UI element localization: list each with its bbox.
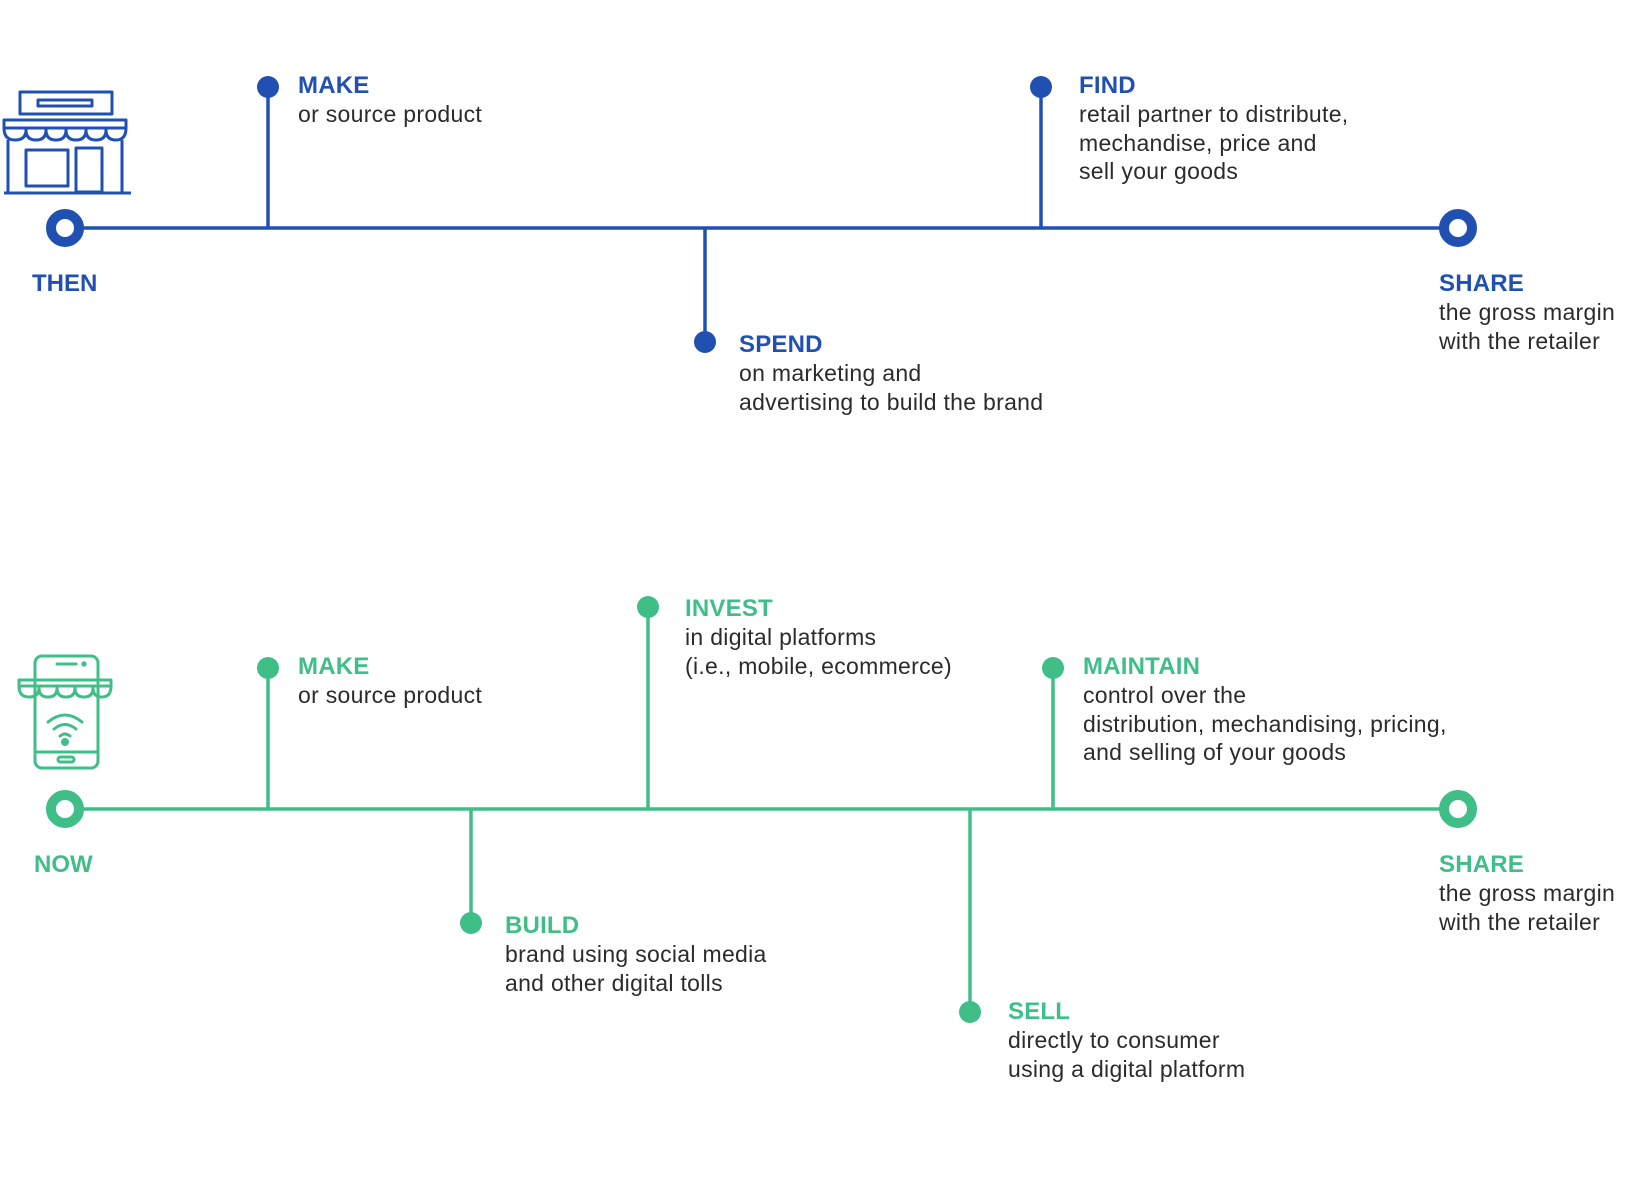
step-title: SHARE — [1439, 851, 1525, 878]
now-step-build: BUILD brand using social media and other… — [505, 912, 767, 997]
step-desc-line: the gross margin — [1439, 880, 1616, 906]
now-start-node — [46, 790, 84, 828]
then-step-find: FIND retail partner to distribute, mecha… — [1079, 72, 1349, 186]
then-end-node — [1439, 209, 1477, 247]
then-label: THEN — [32, 270, 98, 297]
then-spend-dot — [694, 331, 716, 353]
now-step-invest: INVEST in digital platforms (i.e., mobil… — [685, 595, 952, 680]
now-step-make: MAKE or source product — [298, 653, 482, 710]
now-step-maintain: MAINTAIN control over the distribution, … — [1083, 653, 1447, 767]
step-desc-line: (i.e., mobile, ecommerce) — [685, 652, 952, 679]
now-invest-dot — [637, 596, 659, 618]
step-desc-line: advertising to build the brand — [739, 388, 1044, 415]
now-build-dot — [460, 912, 482, 934]
step-desc-line: or source product — [298, 682, 483, 708]
step-desc-line: with the retailer — [1439, 908, 1601, 935]
step-desc-line: control over the — [1083, 682, 1247, 708]
now-make-dot — [257, 657, 279, 679]
storefront-icon — [2, 90, 131, 195]
step-title: BUILD — [505, 912, 580, 939]
step-desc-line: and other digital tolls — [505, 969, 723, 996]
step-desc-line: with the retailer — [1439, 327, 1601, 354]
then-timeline — [46, 76, 1477, 353]
step-title: SHARE — [1439, 270, 1525, 297]
step-title: MAKE — [298, 653, 370, 680]
step-desc-line: in digital platforms — [685, 624, 877, 650]
then-step-share: SHARE the gross margin with the retailer — [1439, 270, 1615, 355]
step-desc-line: retail partner to distribute, — [1079, 101, 1349, 127]
smartphone-store-icon — [17, 654, 113, 770]
step-title: MAKE — [298, 72, 370, 99]
step-title: MAINTAIN — [1083, 653, 1201, 680]
step-title: SPEND — [739, 331, 823, 358]
now-sell-dot — [959, 1001, 981, 1023]
step-desc-line: sell your goods — [1079, 158, 1239, 184]
step-desc-line: using a digital platform — [1008, 1055, 1246, 1082]
now-label: NOW — [34, 851, 93, 878]
step-title: SELL — [1008, 998, 1071, 1025]
now-step-share: SHARE the gross margin with the retailer — [1439, 851, 1615, 936]
now-maintain-dot — [1042, 657, 1064, 679]
step-desc-line: the gross margin — [1439, 299, 1616, 325]
now-step-sell: SELL directly to consumer using a digita… — [1008, 998, 1245, 1083]
now-timeline — [46, 596, 1477, 1023]
now-end-node — [1439, 790, 1477, 828]
step-desc-line: and selling of your goods — [1083, 739, 1347, 765]
step-desc-line: directly to consumer — [1008, 1027, 1220, 1053]
step-title: FIND — [1079, 72, 1136, 99]
step-desc-line: distribution, mechandising, pricing, — [1083, 710, 1447, 737]
step-title: INVEST — [685, 595, 773, 622]
then-start-node — [46, 209, 84, 247]
then-find-dot — [1030, 76, 1052, 98]
step-desc-line: on marketing and — [739, 360, 922, 386]
step-desc-line: mechandise, price and — [1079, 129, 1317, 156]
step-desc-line: or source product — [298, 101, 483, 127]
then-make-dot — [257, 76, 279, 98]
step-desc-line: brand using social media — [505, 941, 767, 967]
then-step-spend: SPEND on marketing and advertising to bu… — [739, 331, 1043, 416]
then-step-make: MAKE or source product — [298, 72, 482, 129]
